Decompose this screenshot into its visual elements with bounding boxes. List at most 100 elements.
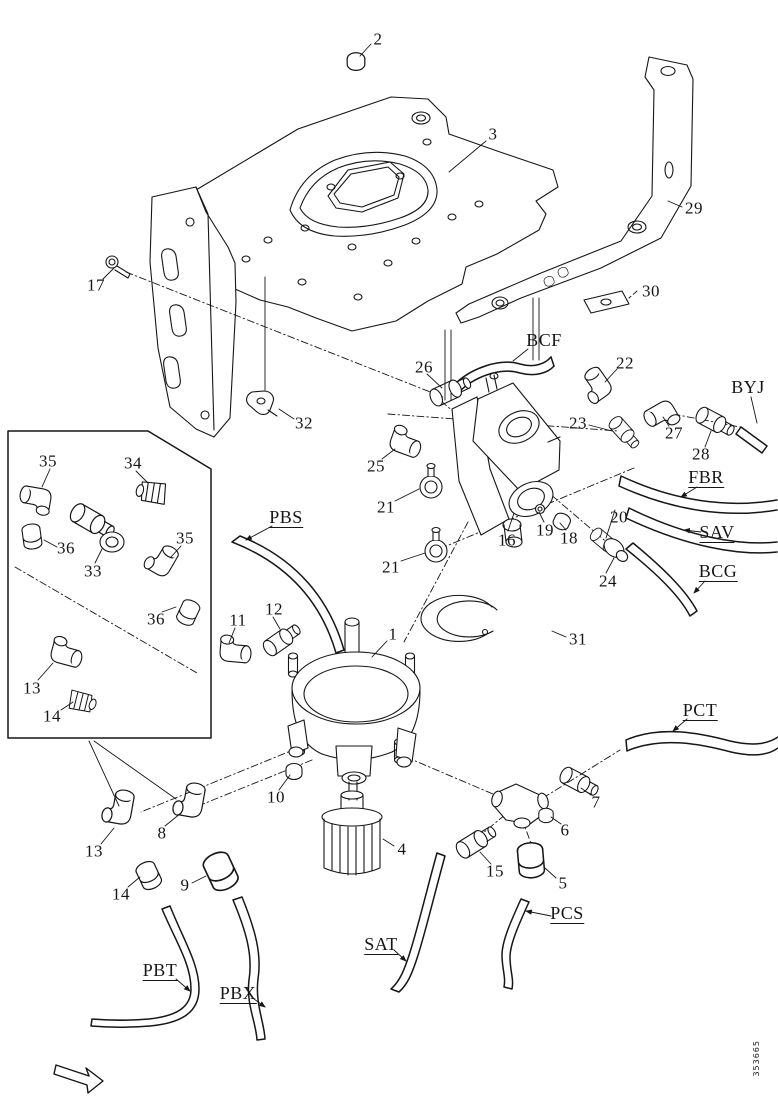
inset-box: [7, 430, 212, 739]
fitting-15: [452, 822, 500, 861]
port-label-sav: SAV: [699, 522, 735, 543]
hose-pbs: [231, 535, 345, 654]
callout-33: 33: [84, 561, 102, 581]
inset-fittings: [16, 476, 203, 717]
callout-10: 10: [267, 787, 285, 807]
callout-27: 27: [665, 423, 683, 443]
fitting-22: [574, 364, 616, 407]
callout-26: 26: [415, 357, 433, 377]
inset-sleeve-36-left: [20, 522, 44, 551]
inset-sleeve-36-right: [174, 596, 203, 629]
fitting-28: [692, 404, 738, 440]
hose-pbx: [232, 896, 266, 1041]
port-label-pbt: PBT: [142, 960, 178, 981]
port-label-sat: SAT: [364, 934, 398, 955]
port-label-byj: BYJ: [731, 377, 765, 397]
port-label-pcs: PCS: [550, 903, 584, 924]
hose-bcg: [625, 542, 698, 617]
inset-plug-14: [65, 687, 99, 717]
tee-fitting: [491, 783, 549, 829]
hose-fbr: [618, 475, 778, 514]
callout-35-right: 35: [176, 528, 194, 548]
callout-11: 11: [229, 610, 247, 630]
callout-36-left: 36: [57, 538, 75, 558]
hose-sav: [625, 507, 778, 554]
figure-number-vertical: 353665: [752, 1040, 761, 1077]
valve-body-1: [287, 617, 421, 801]
callout-23: 23: [569, 413, 587, 433]
callout-6: 6: [560, 820, 570, 840]
direction-arrow-icon: [53, 1064, 104, 1094]
fitting-25: [386, 423, 427, 460]
inset-plug-34: [133, 476, 170, 507]
hose-sat: [390, 852, 446, 993]
fitting-11: [218, 634, 253, 664]
callout-13-inset: 13: [23, 678, 41, 698]
mounting-plate: [185, 96, 559, 332]
fitting-8: [171, 779, 207, 820]
callout-3: 3: [488, 124, 498, 144]
left-bracket: [149, 186, 237, 438]
callout-24: 24: [599, 571, 617, 591]
inset-elbow-35-left: [16, 484, 54, 517]
construction-lines: [88, 276, 540, 807]
callout-34: 34: [124, 453, 142, 473]
washer-19: [534, 503, 546, 515]
drain-valve-21-lower: [424, 526, 448, 563]
nut-2: [346, 52, 366, 71]
callout-18: 18: [560, 528, 578, 548]
callout-22: 22: [616, 353, 634, 373]
callout-25: 25: [367, 456, 385, 476]
silencer-4: [321, 790, 383, 876]
callout-8: 8: [157, 823, 167, 843]
callout-21-upper: 21: [377, 497, 395, 517]
port-label-pct: PCT: [682, 700, 718, 721]
callout-7: 7: [591, 792, 601, 812]
nut-6: [538, 807, 554, 824]
inset-fitting-33b: [99, 531, 125, 553]
callout-14-inset: 14: [43, 706, 61, 726]
callout-16: 16: [498, 530, 516, 550]
callout-9: 9: [180, 875, 190, 895]
bolt-17: [105, 255, 131, 279]
hose-pcs: [501, 898, 530, 990]
port-label-bcg: BCG: [698, 561, 738, 582]
callout-4: 4: [397, 839, 407, 859]
callout-20: 20: [610, 507, 628, 527]
drain-valve-21-upper: [419, 462, 443, 499]
callout-19: 19: [536, 520, 554, 540]
fitting-12: [260, 620, 305, 659]
callout-15: 15: [486, 861, 504, 881]
callout-13: 13: [85, 841, 103, 861]
solenoid-manifold-16: [451, 372, 561, 548]
callout-1: 1: [388, 624, 398, 644]
fitting-24: [603, 538, 629, 562]
callout-21-lower: 21: [382, 557, 400, 577]
fitting-13: [100, 786, 136, 827]
sleeve-9: [199, 847, 242, 895]
port-label-fbr: FBR: [688, 467, 724, 488]
callout-30: 30: [642, 281, 660, 301]
fitting-23: [606, 413, 643, 452]
leader-lines: [37, 43, 758, 1008]
callout-12: 12: [265, 599, 283, 619]
cap-5: [516, 841, 546, 880]
sleeve-14: [133, 858, 165, 893]
snap-ring-31: [420, 594, 498, 642]
callout-17: 17: [87, 275, 105, 295]
alignment-lines: [14, 271, 741, 853]
port-label-pbx: PBX: [219, 983, 257, 1004]
callout-28: 28: [692, 444, 710, 464]
port-label-pbs: PBS: [269, 507, 303, 528]
callout-5: 5: [558, 873, 568, 893]
callout-2: 2: [373, 29, 383, 49]
clamp-32: [246, 390, 278, 417]
hose-pbt: [90, 905, 200, 1028]
strap-bracket-29: [455, 56, 694, 324]
callout-29: 29: [685, 198, 703, 218]
hose-byj: [735, 426, 768, 454]
plate-30: [583, 290, 630, 314]
hose-pct: [625, 730, 778, 756]
